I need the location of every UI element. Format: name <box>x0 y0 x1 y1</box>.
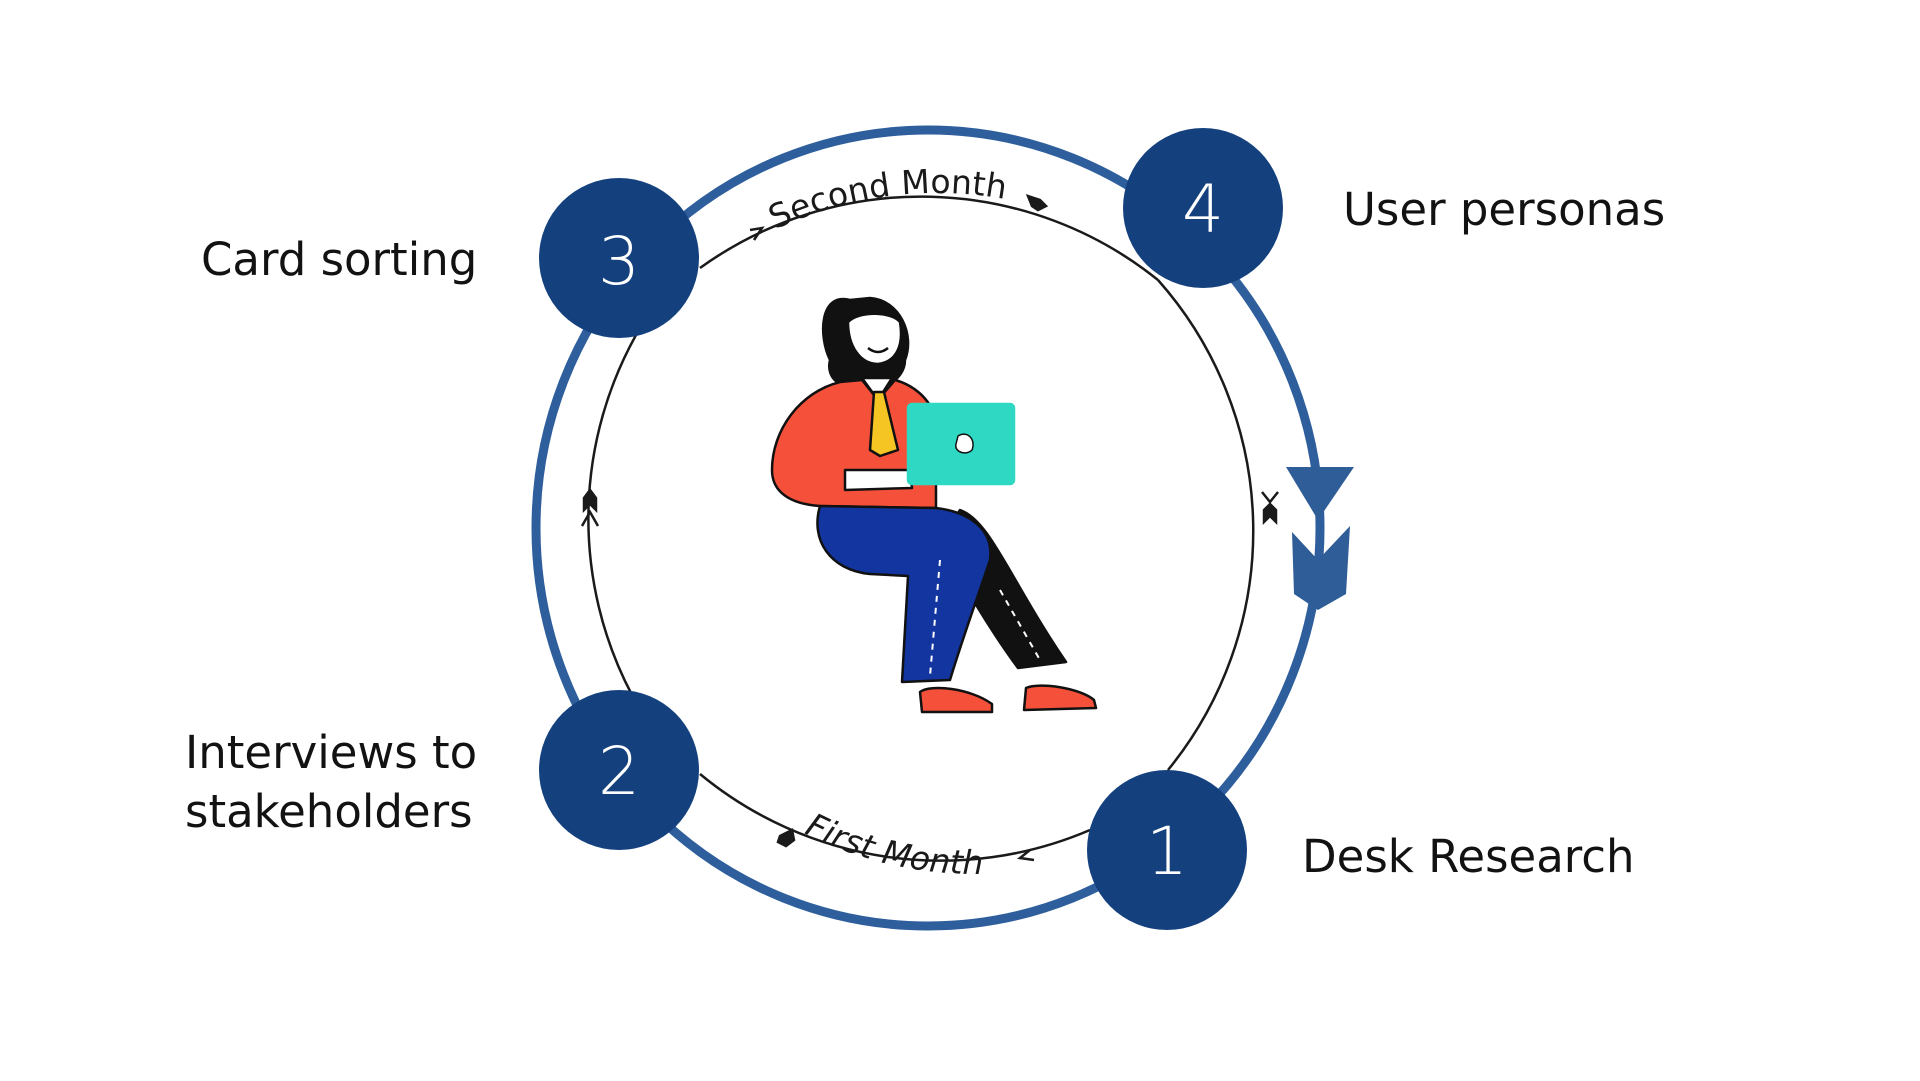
laptop-logo-icon <box>955 433 974 454</box>
cycle-direction-arrow-icon <box>1286 467 1354 610</box>
inner-direction-arrows <box>580 193 1279 862</box>
inner-cycle-lines <box>587 195 1255 862</box>
inner-arc-top <box>699 195 1159 281</box>
step-number-1: 1 <box>1146 813 1188 890</box>
feather-bottom-icon <box>776 828 796 848</box>
step-label-user-personas: User personas <box>1343 183 1666 236</box>
step-label-card-sorting: Card sorting <box>201 233 478 286</box>
step-circle-3: 3 <box>539 178 699 338</box>
woman-with-laptop-illustration <box>770 296 1098 714</box>
arrow-right-icon <box>1261 491 1279 505</box>
step-circle-4: 4 <box>1123 128 1283 288</box>
second-month-label: Second Month <box>763 162 1010 237</box>
step-number-3: 3 <box>598 223 640 300</box>
left-shoe <box>918 686 994 714</box>
inner-arc-left <box>587 327 642 696</box>
feather-left-icon <box>582 487 598 514</box>
arrow-bottom-icon <box>1016 849 1035 862</box>
step-number-4: 4 <box>1182 171 1224 248</box>
step-label-interviews-line-2: stakeholders <box>185 785 473 838</box>
arm <box>843 468 914 492</box>
outer-ring <box>531 125 1325 931</box>
first-month-label: First Month <box>800 805 983 882</box>
inner-arc-bottom <box>699 773 1091 862</box>
arrow-up-left-icon <box>580 509 600 527</box>
feather-top-icon <box>1025 193 1049 212</box>
step-label-desk-research: Desk Research <box>1302 830 1635 883</box>
arrow-top-icon <box>749 226 765 241</box>
step-circle-1: 1 <box>1087 770 1247 930</box>
right-shoe <box>1022 684 1098 712</box>
step-circle-2: 2 <box>539 690 699 850</box>
feather-right-icon <box>1262 502 1278 526</box>
front-leg <box>816 504 992 684</box>
tie <box>868 390 900 458</box>
step-label-interviews-line-1: Interviews to <box>185 726 478 779</box>
step-number-2: 2 <box>598 733 640 810</box>
step-label-interviews: Interviews to stakeholders <box>185 723 477 841</box>
inner-arc-right <box>1157 279 1255 771</box>
face <box>846 312 903 366</box>
